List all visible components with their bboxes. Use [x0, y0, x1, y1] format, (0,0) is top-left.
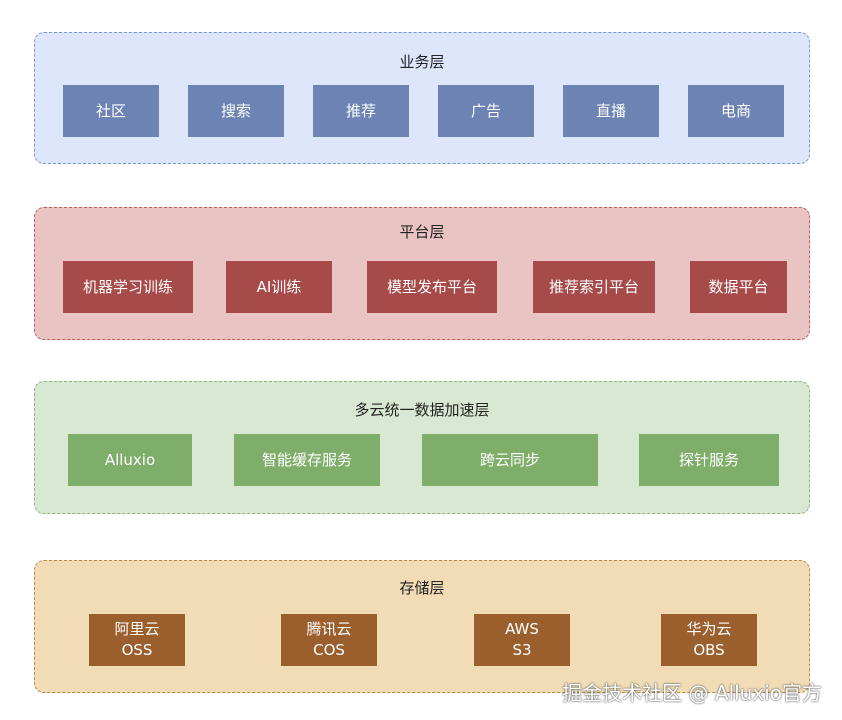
storage-item-tencent: 腾讯云 COS [281, 614, 377, 666]
data-acceleration-layer: 多云统一数据加速层 Alluxio 智能缓存服务 跨云同步 探针服务 [34, 381, 810, 514]
platform-item-ml-training: 机器学习训练 [63, 261, 193, 313]
storage-item-tencent-service: COS [313, 641, 345, 659]
platform-item-data-platform: 数据平台 [690, 261, 787, 313]
storage-item-tencent-name: 腾讯云 [306, 620, 352, 638]
platform-layer-title: 平台层 [399, 223, 445, 241]
watermark: 掘金技术社区 @ Alluxio官方 [562, 681, 822, 705]
business-item-community: 社区 [63, 85, 159, 137]
accel-item-smart-cache: 智能缓存服务 [234, 434, 380, 486]
storage-item-huawei-service: OBS [693, 641, 725, 659]
business-layer-title: 业务层 [399, 53, 445, 71]
storage-layer-title: 存储层 [399, 579, 445, 597]
storage-item-aws: AWS S3 [474, 614, 570, 666]
storage-item-huawei-name: 华为云 [686, 620, 732, 638]
storage-layer: 存储层 阿里云 OSS 腾讯云 COS AWS S3 华为云 OBS [34, 560, 810, 693]
platform-item-recommend-index: 推荐索引平台 [533, 261, 655, 313]
storage-item-aws-name: AWS [505, 620, 539, 638]
storage-item-huawei: 华为云 OBS [661, 614, 757, 666]
platform-layer: 平台层 机器学习训练 AI训练 模型发布平台 推荐索引平台 数据平台 [34, 207, 810, 340]
business-layer: 业务层 社区 搜索 推荐 广告 直播 电商 [34, 32, 810, 164]
accel-item-cross-cloud-sync: 跨云同步 [422, 434, 598, 486]
business-item-search: 搜索 [188, 85, 284, 137]
accel-item-alluxio: Alluxio [68, 434, 192, 486]
storage-item-aliyun: 阿里云 OSS [89, 614, 185, 666]
platform-item-ai-training: AI训练 [226, 261, 332, 313]
storage-item-aliyun-service: OSS [121, 641, 153, 659]
storage-item-aws-service: S3 [512, 641, 532, 659]
platform-item-model-release: 模型发布平台 [367, 261, 497, 313]
accel-item-probe-service: 探针服务 [639, 434, 779, 486]
business-item-live: 直播 [563, 85, 659, 137]
business-item-ads: 广告 [438, 85, 534, 137]
business-item-recommend: 推荐 [313, 85, 409, 137]
business-item-ecommerce: 电商 [688, 85, 784, 137]
storage-item-aliyun-name: 阿里云 [114, 620, 160, 638]
data-acceleration-layer-title: 多云统一数据加速层 [354, 401, 490, 419]
